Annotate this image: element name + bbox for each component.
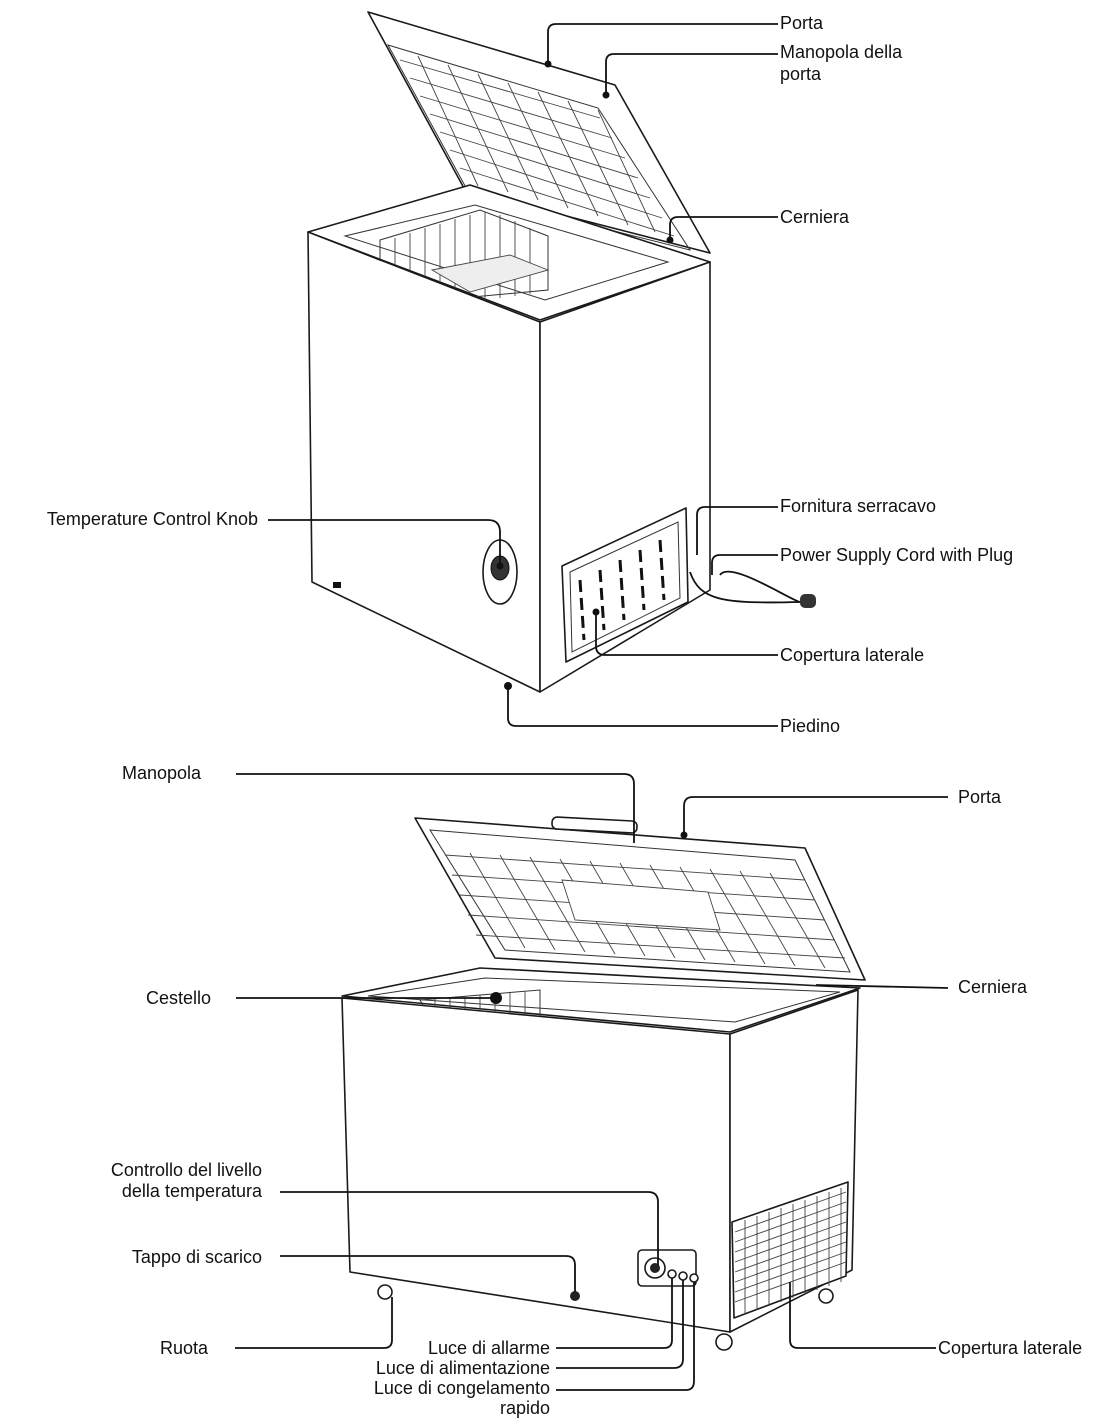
top-lid-grid [399,55,675,237]
label-ruota: Ruota [160,1338,209,1358]
label-piedino: Piedino [780,716,841,736]
label-temperature-control-knob: Temperature Control Knob [46,509,258,529]
bottom-lid-grid [444,852,846,969]
label-controllo-livello-line1: Controllo del livello [110,1160,262,1180]
upright-chest-freezer-drawing [268,11,816,727]
label-manopola-porta-line1: Manopola della [780,42,903,62]
label-fornitura-serracavo: Fornitura serracavo [780,496,937,516]
label-controllo-livello-line2: della temperatura [121,1181,262,1201]
label-luce-di-alimentazione: Luce di alimentazione [375,1358,550,1378]
bottom-drain-plug [570,1291,580,1301]
label-porta-top: Porta [780,13,824,33]
label-manopola-porta-line2: porta [780,64,822,84]
label-porta-bottom: Porta [958,787,1002,807]
label-power-supply-cord: Power Supply Cord with Plug [780,545,1014,565]
label-cerniera-bottom: Cerniera [958,977,1028,997]
top-side-cover [561,507,689,663]
label-luce-di-allarme: Luce di allarme [427,1338,550,1358]
bottom-handle [551,816,638,834]
top-plug [800,594,816,608]
top-basket [379,209,550,301]
label-luce-congelamento-line2: rapido [499,1398,550,1418]
label-tappo-di-scarico: Tappo di scarico [131,1247,262,1267]
bottom-control-panel [637,1249,699,1287]
bottom-top-rim [341,967,861,1033]
label-cestello: Cestello [146,988,212,1008]
label-copertura-laterale-top: Copertura laterale [780,645,925,665]
label-cerniera-top: Cerniera [780,207,850,227]
label-manopola: Manopola [122,763,202,783]
wide-chest-freezer-drawing [235,773,949,1391]
label-luce-congelamento-line1: Luce di congelamento [373,1378,550,1398]
top-leader-lines [268,23,778,727]
top-lid [367,11,711,254]
bottom-side-cover [731,1181,849,1319]
bottom-wheels [377,1284,834,1351]
top-power-cord [689,570,801,604]
label-copertura-laterale-bottom: Copertura laterale [938,1338,1083,1358]
bottom-leader-lines [235,773,949,1391]
